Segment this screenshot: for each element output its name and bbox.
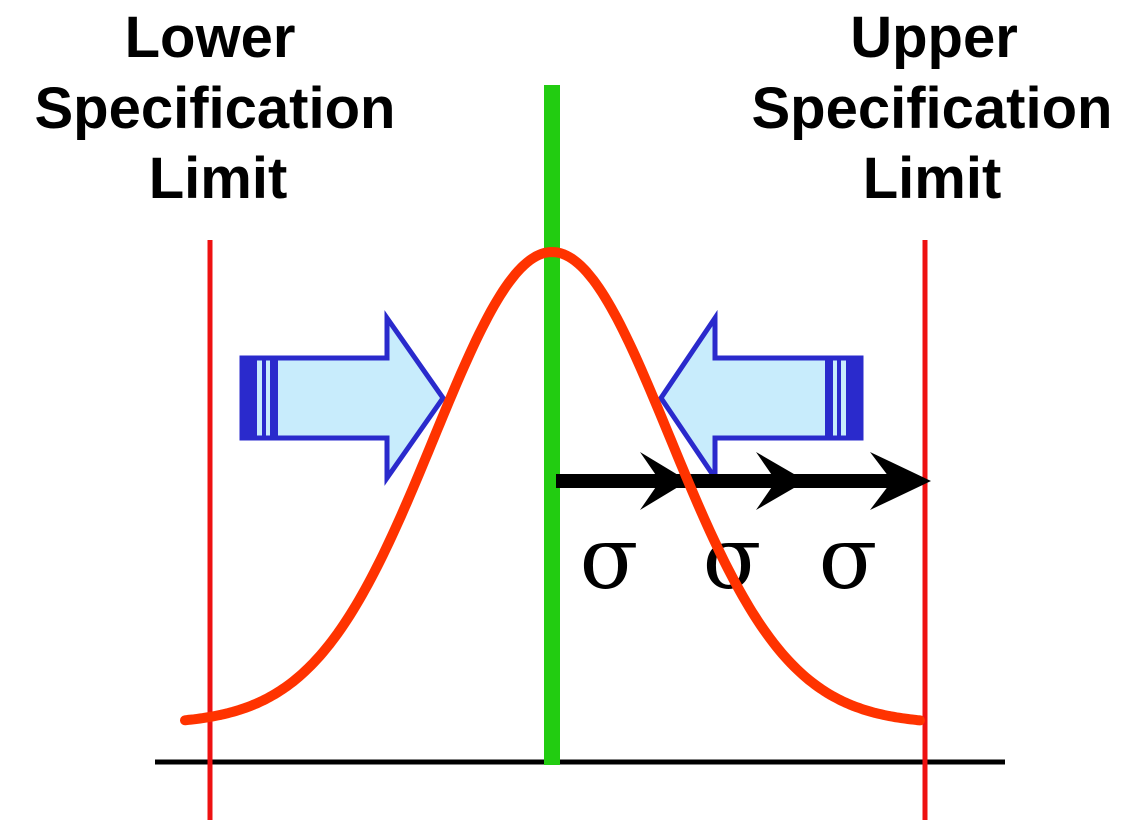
- sigma-label-3: σ: [819, 509, 878, 609]
- lower-spec-limit-label: Lower Specification Limit: [35, 5, 396, 211]
- upper-limit-line-2: Specification: [752, 76, 1113, 141]
- sigma-arrow-head-1-icon: [640, 452, 688, 510]
- upper-limit-line-3: Limit: [863, 146, 1002, 211]
- lower-limit-line-3: Limit: [149, 146, 288, 211]
- right-block-arrow-icon: [657, 309, 864, 487]
- upper-spec-limit-label: Upper Specification Limit: [752, 5, 1113, 211]
- normal-distribution-curve: [180, 247, 925, 726]
- sigma-arrow-head-2-icon: [756, 452, 806, 510]
- sigma-label-1: σ: [580, 509, 639, 609]
- lower-limit-line-1: Lower: [125, 5, 296, 70]
- sigma-arrow-head-3-icon: [870, 452, 931, 510]
- left-block-arrow-icon: [239, 310, 447, 486]
- lower-limit-line-2: Specification: [35, 76, 396, 141]
- upper-limit-line-1: Upper: [850, 5, 1018, 70]
- sigma-arrows: [556, 452, 931, 510]
